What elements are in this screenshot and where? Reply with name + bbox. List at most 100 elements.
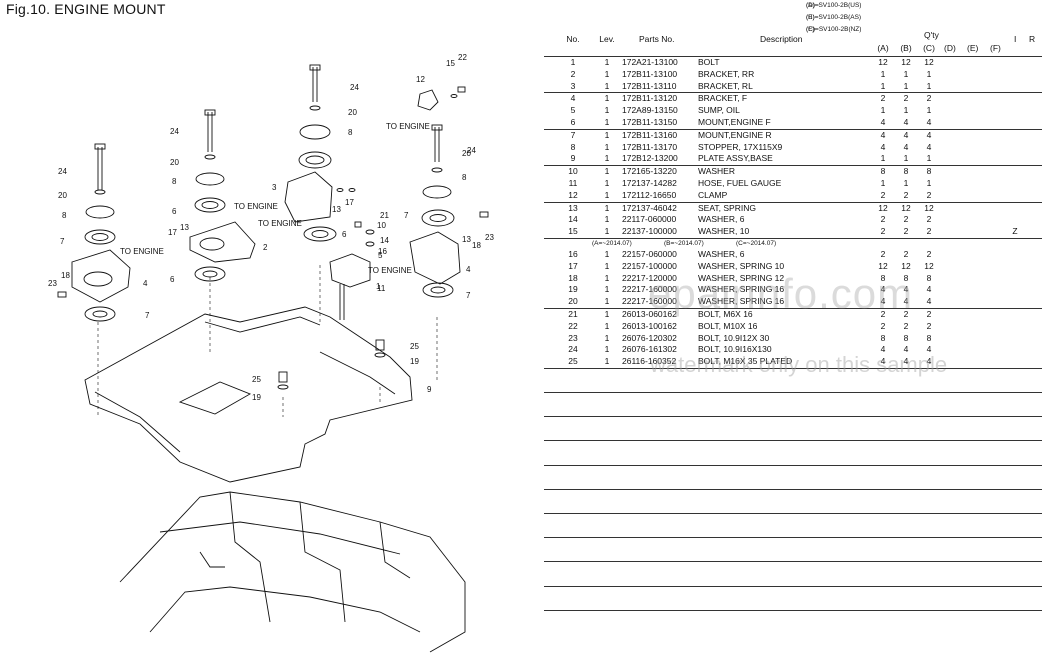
part-level: 1 bbox=[604, 93, 610, 104]
part-level: 1 bbox=[604, 226, 610, 237]
callout-20b: 20 bbox=[170, 158, 179, 167]
qty-a: 8 bbox=[880, 332, 886, 343]
part-code: 22157-060000 bbox=[622, 248, 677, 259]
qty-b: 4 bbox=[903, 284, 909, 295]
callout-19: 19 bbox=[410, 357, 419, 366]
part-code: 26076-120302 bbox=[622, 332, 677, 343]
qty-a: 2 bbox=[880, 214, 886, 225]
part-description: MOUNT,ENGINE R bbox=[698, 129, 772, 140]
part-number-index: 23 bbox=[568, 332, 578, 343]
callout-7: 7 bbox=[60, 237, 65, 246]
callout-14: 14 bbox=[380, 236, 389, 245]
part-level: 1 bbox=[604, 248, 610, 259]
qty-a: 2 bbox=[880, 93, 886, 104]
callout-20c: 20 bbox=[348, 108, 357, 117]
part-number-index: 24 bbox=[568, 344, 578, 355]
part-level: 1 bbox=[604, 296, 610, 307]
header-lev: Lev. bbox=[599, 34, 615, 44]
part-level: 1 bbox=[604, 214, 610, 225]
part-number-index: 21 bbox=[568, 308, 578, 319]
qty-b: 2 bbox=[903, 93, 909, 104]
part-number-index: 15 bbox=[568, 226, 578, 237]
qty-a: 4 bbox=[880, 296, 886, 307]
part-description: SUMP, OIL bbox=[698, 105, 740, 116]
part-code: 172B11-13120 bbox=[622, 93, 678, 104]
qty-b: 1 bbox=[903, 68, 909, 79]
part-description: BRACKET, RL bbox=[698, 80, 753, 91]
qty-b: 4 bbox=[903, 356, 909, 367]
qty-b: 4 bbox=[903, 344, 909, 355]
to-engine-label: TO ENGINE bbox=[368, 266, 412, 275]
qty-c: 4 bbox=[926, 296, 932, 307]
qty-c: 2 bbox=[926, 226, 932, 237]
qty-c: 4 bbox=[926, 356, 932, 367]
model-d: (D)= bbox=[806, 2, 819, 9]
callout-6b: 6 bbox=[170, 275, 175, 284]
part-number-index: 12 bbox=[568, 189, 578, 200]
part-number-index: 2 bbox=[570, 68, 576, 79]
part-number-index: 4 bbox=[570, 93, 576, 104]
header-f: (F) bbox=[990, 43, 1001, 53]
part-level: 1 bbox=[604, 141, 610, 152]
header-d: (D) bbox=[944, 43, 956, 53]
callout-15: 15 bbox=[446, 59, 455, 68]
part-level: 1 bbox=[604, 308, 610, 319]
qty-a: 4 bbox=[880, 344, 886, 355]
part-description: BRACKET, F bbox=[698, 93, 748, 104]
serial-note-b: (B=~2014.07) bbox=[664, 239, 704, 247]
part-level: 1 bbox=[604, 166, 610, 177]
part-number-index: 8 bbox=[570, 141, 576, 152]
part-level: 1 bbox=[604, 260, 610, 271]
qty-a: 4 bbox=[880, 356, 886, 367]
callout-17: 17 bbox=[168, 228, 177, 237]
callout-8b: 8 bbox=[172, 177, 177, 186]
qty-b: 2 bbox=[903, 226, 909, 237]
qty-b: 4 bbox=[903, 129, 909, 140]
part-description: HOSE, FUEL GAUGE bbox=[698, 177, 782, 188]
callout-8c: 8 bbox=[348, 128, 353, 137]
callout-24d: 24 bbox=[467, 146, 476, 155]
qty-c: 12 bbox=[924, 260, 934, 271]
part-level: 1 bbox=[604, 356, 610, 367]
serial-note-a: (A=~2014.07) bbox=[592, 239, 632, 247]
callout-18b: 18 bbox=[472, 241, 481, 250]
part-description: WASHER, SPRING 16 bbox=[698, 296, 785, 307]
qty-b: 2 bbox=[903, 308, 909, 319]
remark: Z bbox=[1012, 226, 1018, 237]
qty-a: 2 bbox=[880, 226, 886, 237]
qty-c: 4 bbox=[926, 116, 932, 127]
part-number-index: 16 bbox=[568, 248, 578, 259]
header-no: No. bbox=[566, 34, 580, 44]
part-level: 1 bbox=[604, 105, 610, 116]
part-code: 22117-060000 bbox=[622, 214, 677, 225]
part-code: 172112-16650 bbox=[622, 189, 677, 200]
blank-line bbox=[544, 441, 1042, 466]
qty-c: 1 bbox=[926, 80, 932, 91]
part-code: 22217-120000 bbox=[622, 272, 677, 283]
figure-title: Fig.10. ENGINE MOUNT bbox=[6, 1, 166, 17]
part-code: 172B11-13150 bbox=[622, 116, 678, 127]
blank-line bbox=[544, 562, 1042, 587]
header-e: (E) bbox=[967, 43, 979, 53]
qty-a: 2 bbox=[880, 308, 886, 319]
header-c: (C) bbox=[923, 43, 935, 53]
part-description: WASHER bbox=[698, 166, 735, 177]
part-number-index: 5 bbox=[570, 105, 576, 116]
serial-note: (A=~2014.07) (B=~2014.07) (C=~2014.07) bbox=[544, 239, 1042, 249]
qty-a: 8 bbox=[880, 166, 886, 177]
callout-5: 5 bbox=[378, 251, 383, 260]
qty-a: 12 bbox=[878, 202, 888, 213]
part-level: 1 bbox=[604, 153, 610, 164]
part-level: 1 bbox=[604, 129, 610, 140]
blank-line bbox=[544, 393, 1042, 418]
qty-a: 12 bbox=[878, 260, 888, 271]
part-description: PLATE ASSY,BASE bbox=[698, 153, 773, 164]
